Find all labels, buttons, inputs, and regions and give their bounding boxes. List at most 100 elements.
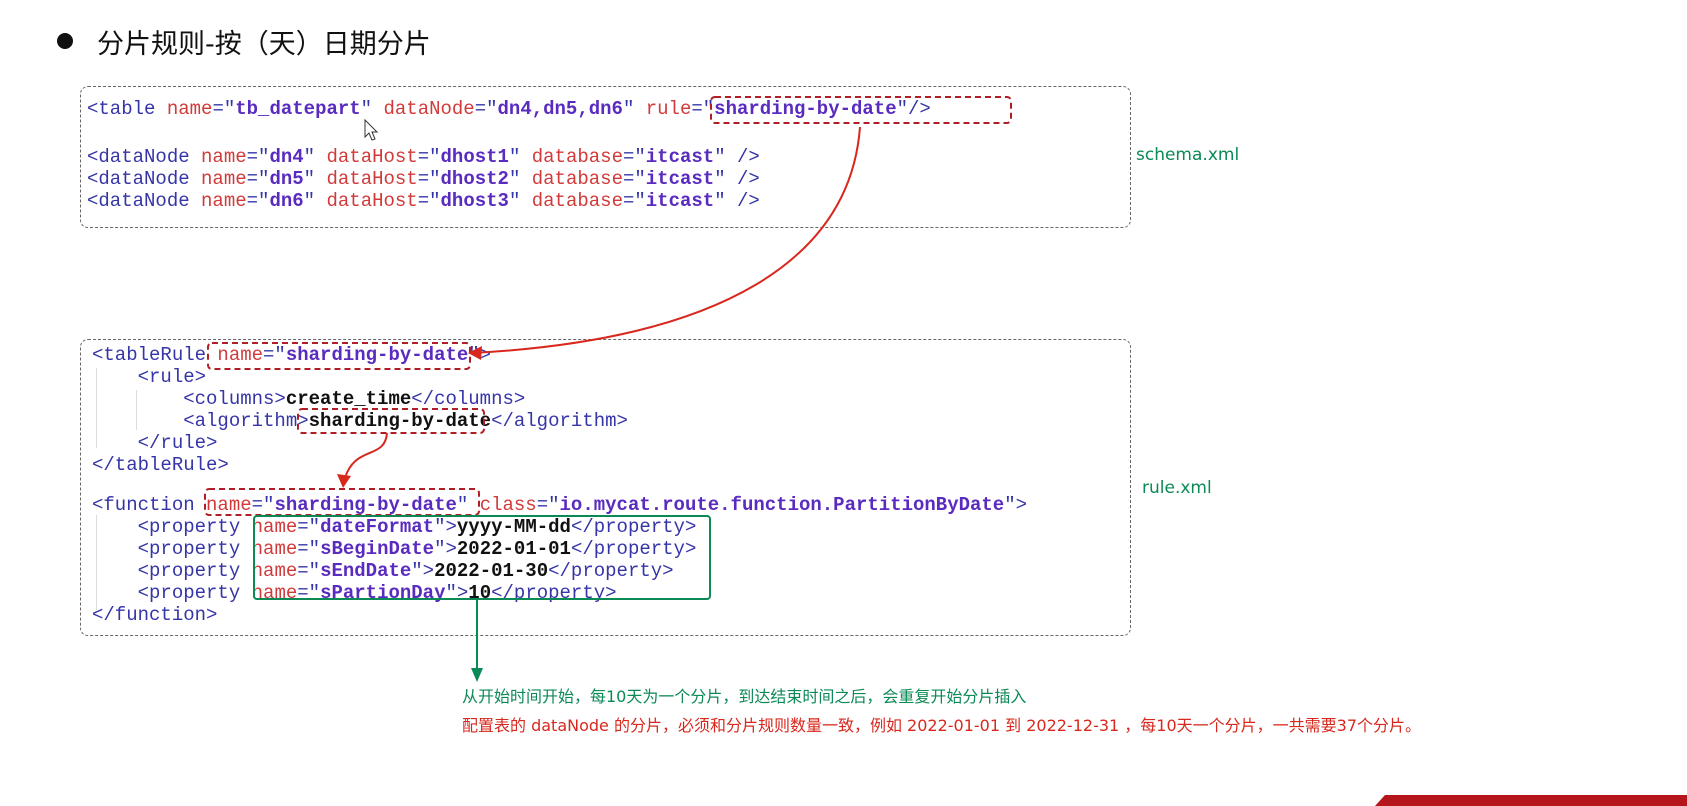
red-note: 配置表的 dataNode 的分片，必须和分片规则数量一致，例如 2022-01… — [462, 716, 1422, 735]
code-token: dhost2 — [440, 168, 509, 190]
code-token: </property> — [570, 516, 697, 538]
code-token: =" — [417, 168, 441, 190]
code-line: <columns>create_time</columns> — [92, 388, 1027, 410]
code-line: </rule> — [92, 432, 1027, 454]
code-line: <property name="sBeginDate">2022-01-01</… — [92, 538, 1027, 560]
code-token: name — [251, 582, 298, 604]
code-token: sharding-by-date — [285, 344, 469, 366]
code-line: </tableRule> — [92, 454, 1027, 476]
code-token: name — [206, 494, 252, 516]
code-token: dataHost — [326, 190, 418, 212]
code-token: </rule> — [92, 432, 218, 454]
code-token: <property — [92, 560, 252, 582]
code-token: " — [360, 98, 384, 120]
code-line: </function> — [92, 604, 1027, 626]
code-token: " — [303, 168, 327, 190]
schema-code: <table name="tb_datepart" dataNode="dn4,… — [87, 98, 931, 212]
code-token: =" — [417, 190, 441, 212]
code-token: <columns> — [92, 388, 286, 410]
subtitle-overlay — [1375, 795, 1687, 806]
code-token: database — [531, 168, 623, 190]
code-line: <dataNode name="dn4" dataHost="dhost1" d… — [87, 146, 931, 168]
code-token: "> — [445, 582, 469, 604]
code-token: =" — [251, 494, 275, 516]
code-token: " — [303, 146, 327, 168]
code-token: =" — [622, 190, 646, 212]
bullet-icon — [57, 33, 73, 49]
code-token: name — [201, 168, 247, 190]
code-token: <dataNode — [87, 146, 202, 168]
code-token: dataHost — [326, 168, 418, 190]
code-line: <rule> — [92, 366, 1027, 388]
code-token: =" — [297, 560, 321, 582]
code-token: 10 — [468, 582, 492, 604]
code-token: " — [456, 494, 480, 516]
code-token: name — [217, 344, 264, 366]
code-token: dn6 — [269, 190, 304, 212]
code-token: "> — [468, 344, 492, 366]
code-token: =" — [691, 98, 715, 120]
code-token: sPartionDay — [320, 582, 446, 604]
code-token: " — [508, 190, 532, 212]
indent-guide — [96, 515, 97, 610]
code-token: =" — [474, 98, 498, 120]
code-line: <dataNode name="dn6" dataHost="dhost3" d… — [87, 190, 931, 212]
green-note: 从开始时间开始，每10天为一个分片，到达结束时间之后，会重复开始分片插入 — [462, 687, 1027, 706]
code-token: " — [622, 98, 646, 120]
code-token: "> — [434, 516, 457, 538]
code-token: " — [303, 190, 327, 212]
code-token: =" — [297, 538, 321, 560]
code-token: </columns> — [411, 388, 526, 410]
code-token: dhost1 — [440, 146, 509, 168]
code-token: </property> — [570, 538, 697, 560]
code-token: =" — [417, 146, 441, 168]
code-token: "> — [411, 560, 435, 582]
code-token: sharding-by-date — [714, 98, 897, 120]
code-token: =" — [212, 98, 236, 120]
code-token: 2022-01-01 — [456, 538, 571, 560]
code-token: dateFormat — [320, 516, 435, 538]
code-token: <property — [92, 538, 252, 560]
code-line: <tableRule name="sharding-by-date"> — [92, 344, 1027, 366]
code-token: <table — [87, 98, 167, 120]
code-token: " /> — [714, 190, 760, 212]
code-token: dn4 — [269, 146, 304, 168]
code-token: name — [201, 146, 247, 168]
code-token: database — [531, 146, 623, 168]
code-token: <dataNode — [87, 168, 202, 190]
code-token: =" — [246, 190, 270, 212]
code-token: =" — [297, 582, 321, 604]
code-token: tb_datepart — [235, 98, 361, 120]
code-line: <property name="dateFormat">yyyy-MM-dd</… — [92, 516, 1027, 538]
indent-guide — [96, 368, 97, 448]
code-token: sEndDate — [320, 560, 412, 582]
code-line: <function name="sharding-by-date" class=… — [92, 494, 1027, 516]
page-title: 分片规则-按（天）日期分片 — [97, 29, 431, 60]
code-token: name — [166, 98, 213, 120]
code-token: </tableRule> — [92, 454, 229, 476]
code-token: 2022-01-30 — [434, 560, 549, 582]
code-token: name — [251, 560, 298, 582]
code-token: </algorithm> — [491, 410, 628, 432]
code-token: "/> — [896, 98, 931, 120]
code-token: dataNode — [383, 98, 475, 120]
code-token: io.mycat.route.function.PartitionByDate — [559, 494, 1005, 516]
code-token: sharding-by-date — [308, 410, 492, 432]
code-token: dn5 — [269, 168, 304, 190]
code-token: itcast — [645, 190, 715, 212]
code-token: dn4,dn5,dn6 — [497, 98, 623, 120]
arrow-head — [471, 668, 483, 682]
code-token: "> — [434, 538, 457, 560]
code-token: dataHost — [326, 146, 418, 168]
code-token: " — [508, 168, 532, 190]
code-token: sharding-by-date — [274, 494, 457, 516]
code-token: name — [251, 538, 298, 560]
code-token: itcast — [645, 168, 715, 190]
code-line: <property name="sPartionDay">10</propert… — [92, 582, 1027, 604]
code-line: <table name="tb_datepart" dataNode="dn4,… — [87, 98, 931, 120]
code-line: <property name="sEndDate">2022-01-30</pr… — [92, 560, 1027, 582]
code-token: "> — [1004, 494, 1028, 516]
code-token: </function> — [92, 604, 218, 626]
code-token: class — [479, 494, 537, 516]
code-token: sBeginDate — [320, 538, 435, 560]
